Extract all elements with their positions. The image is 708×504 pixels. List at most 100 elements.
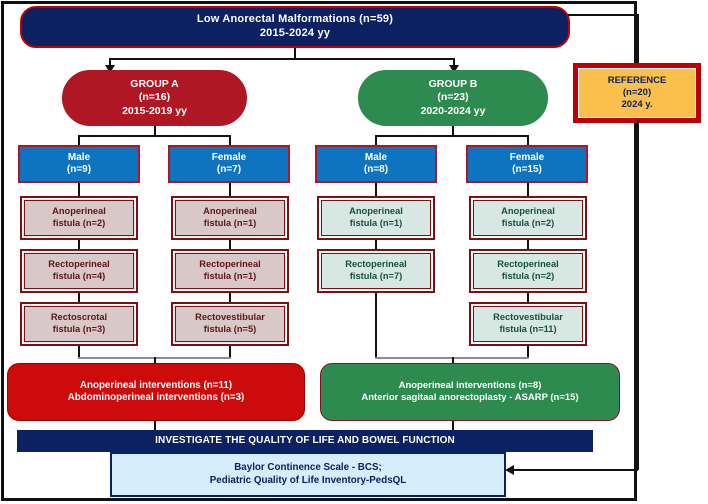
group-b-female-box: Female (n=15) [466,145,588,183]
group-b-interventions-line-2: Anterior sagitaal anorectoplasty - ASARP… [361,392,579,403]
group-a-name: GROUP A [130,78,179,91]
fistula-line-2: fistula (n=7) [349,271,403,281]
group-a-count: (n=16) [138,91,171,104]
title-box: Low Anorectal Malformations (n=59) 2015-… [20,6,570,48]
group-a-interventions-box: Anoperineal interventions (n=11) Abdomin… [7,363,305,421]
fistula-line-2: fistula (n=2) [501,218,555,228]
group-a-female-fistula-2: Rectoperineal fistula (n=1) [171,249,289,293]
fistula-inner: Rectoperineal fistula (n=2) [473,253,583,289]
connector-group-a-to-female [229,135,231,147]
stem-b-female-1-2 [527,240,529,250]
group-a-female-box: Female (n=7) [168,145,290,183]
frame-border-top [1,1,637,4]
fistula-line-1: Rectoperineal [48,259,110,270]
merge-b-female-v [527,346,529,359]
group-b-name: GROUP B [428,78,478,91]
fistula-line-1: Rectoperineal [199,259,261,270]
fistula-line-2: fistula (n=2) [501,271,555,281]
investigate-text: INVESTIGATE THE QUALITY OF LIFE AND BOWE… [155,434,455,446]
group-b-period: 2020-2024 yy [420,104,486,117]
fistula-inner: Anoperineal fistula (n=1) [175,200,285,236]
fistula-inner: Rectoperineal fistula (n=1) [175,253,285,289]
fistula-inner: Rectovestibular fistula (n=5) [175,306,285,342]
arrow-to-group-b [449,65,459,73]
group-a-male-count: (n=9) [66,164,92,175]
group-a-male-fistula-1: Anoperineal fistula (n=2) [20,196,138,240]
fistula-line-1: Anoperineal [349,206,403,217]
connector-split-left [109,58,295,60]
fistula-inner: Rectoperineal fistula (n=7) [321,253,431,289]
frame-border [1,1,637,501]
group-b-female-fistula-2: Rectoperineal fistula (n=2) [469,249,587,293]
group-b-male-fistula-2: Rectoperineal fistula (n=7) [317,249,435,293]
stem-a-male [78,183,80,197]
fistula-inner: Anoperineal fistula (n=2) [24,200,134,236]
connector-to-group-b [453,58,455,67]
connector-group-b-to-male [375,135,377,147]
fistula-line-2: fistula (n=1) [349,218,403,228]
stem-a-male-1-2 [78,240,80,250]
connector-group-b-split [375,135,528,137]
fistula-line-1: Anoperineal [501,206,555,217]
group-a-pill: GROUP A (n=16) 2015-2019 yy [62,70,247,126]
group-a-interventions-line-2: Abdominoperineal interventions (n=3) [67,392,245,403]
group-b-male-box: Male (n=8) [315,145,437,183]
connector-title-to-reference-v [637,14,639,66]
connector-reference-down [637,120,639,470]
stem-a-female-1-2 [229,240,231,250]
fistula-line-2: fistula (n=4) [52,271,106,281]
merge-a-down [154,357,156,367]
reference-line-2: (n=20) [622,87,652,99]
fistula-line-1: Rectovestibular [493,312,563,323]
fistula-inner: Rectoperineal fistula (n=4) [24,253,134,289]
fistula-inner: Rectovestibular fistula (n=11) [473,306,583,342]
title-line-2: 2015-2024 yy [259,27,331,39]
connector-title-to-reference-h [568,14,639,16]
fistula-line-1: Rectovestibular [195,312,265,323]
connector-group-a-split [78,135,230,137]
fistula-line-2: fistula (n=3) [52,324,106,334]
stem-b-female-2-3 [527,293,529,303]
group-b-male-count: (n=8) [363,164,389,175]
group-b-female-label: Female [509,151,545,163]
connector-group-a-down [154,126,156,136]
fistula-line-2: fistula (n=11) [499,324,557,334]
reference-box: REFERENCE (n=20) 2024 y. [576,66,698,120]
fistula-inner: Rectoscrotal fistula (n=3) [24,306,134,342]
group-b-male-fistula-1: Anoperineal fistula (n=1) [317,196,435,240]
group-b-interventions-box: Anoperineal interventions (n=8) Anterior… [320,363,620,421]
connector-a-to-investigate [154,421,156,431]
connector-to-group-a [109,58,111,67]
stem-b-male-1-2 [375,240,377,250]
stem-a-female [229,183,231,197]
stem-a-male-2-3 [78,293,80,303]
fistula-line-1: Anoperineal [52,206,106,217]
fistula-line-1: Rectoperineal [345,259,407,270]
fistula-line-1: Rectoperineal [497,259,559,270]
group-a-male-fistula-2: Rectoperineal fistula (n=4) [20,249,138,293]
connector-group-b-to-female [527,135,529,147]
fistula-line-2: fistula (n=1) [203,218,257,228]
group-a-male-box: Male (n=9) [18,145,140,183]
connector-b-to-investigate [452,421,454,431]
merge-a-male-v [78,346,80,359]
bcs-line-1: Baylor Continence Scale - BCS; [234,462,382,474]
group-a-male-fistula-3: Rectoscrotal fistula (n=3) [20,302,138,346]
connector-split-right [294,58,454,60]
fistula-line-2: fistula (n=1) [203,271,257,281]
fistula-line-1: Anoperineal [203,206,257,217]
group-b-count: (n=23) [437,91,469,104]
group-b-female-fistula-3: Rectovestibular fistula (n=11) [469,302,587,346]
group-a-female-label: Female [211,151,247,163]
group-a-female-fistula-1: Anoperineal fistula (n=1) [171,196,289,240]
connector-reference-to-bcs [513,469,638,471]
group-b-interventions-line-1: Anoperineal interventions (n=8) [398,380,542,392]
merge-a-female-v [229,346,231,359]
connector-group-a-to-male [78,135,80,147]
group-b-male-label: Male [364,151,388,163]
reference-line-3: 2024 y. [621,98,653,110]
stem-b-male [375,183,377,197]
fistula-line-2: fistula (n=2) [52,218,106,228]
merge-b-male-v [375,293,377,359]
group-a-male-label: Male [67,151,91,163]
